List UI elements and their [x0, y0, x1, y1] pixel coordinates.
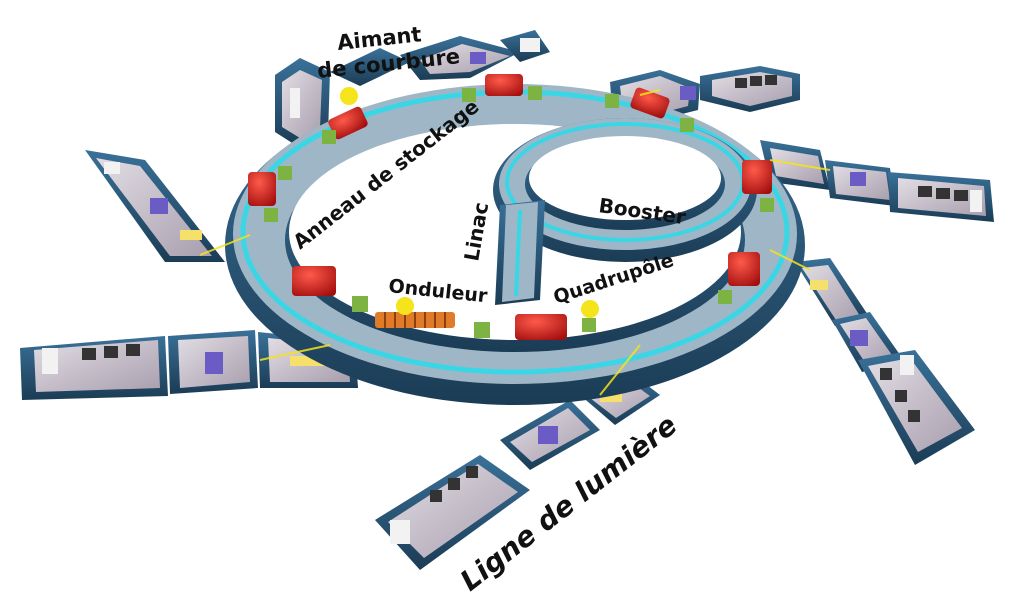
undulator-marker	[396, 297, 414, 315]
beamline-hutch-upper-left	[85, 150, 225, 262]
beamline-hutch-right-lower	[795, 258, 975, 465]
bending-magnet-marker	[340, 87, 358, 105]
linac	[495, 200, 545, 305]
quadrupole-marker	[581, 300, 599, 318]
undulator	[375, 312, 455, 328]
